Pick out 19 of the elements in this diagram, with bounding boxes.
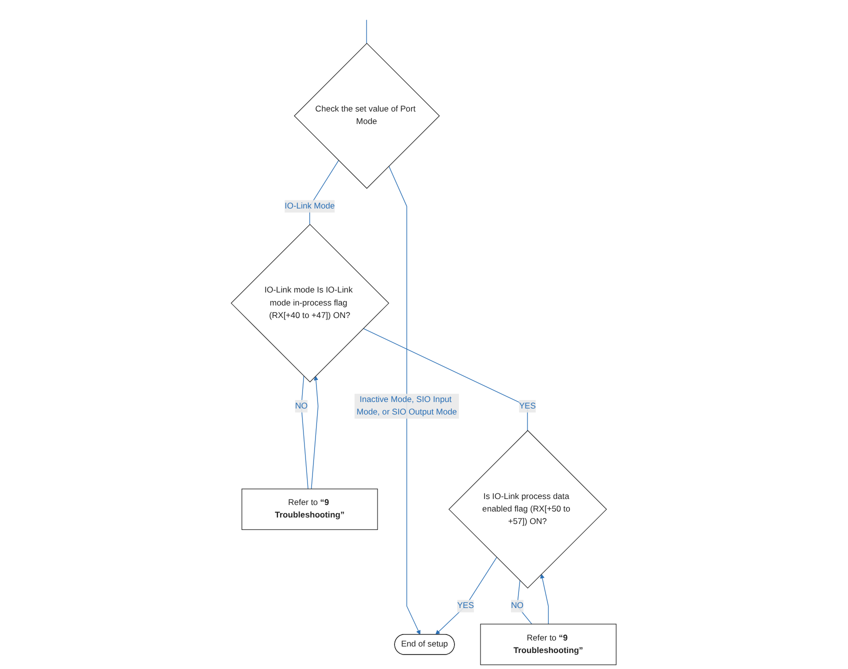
arrow xyxy=(311,376,319,490)
connector xyxy=(366,20,368,44)
node-box: Refer to “9 Troubleshooting” xyxy=(480,624,617,666)
node-diamond: IO-Link mode Is IO-Link mode in-process flag (RX[+40 to +47]) ON? xyxy=(231,224,390,382)
connector xyxy=(517,580,532,624)
node-box: Refer to “9 Troubleshooting” xyxy=(242,488,378,530)
edge-label: Inactive Mode, SIO Input Mode, or SIO Output Mode xyxy=(356,395,458,417)
arrow xyxy=(436,557,498,635)
node-diamond: Check the set value of Port Mode xyxy=(294,42,440,189)
connector xyxy=(301,376,309,490)
arrow xyxy=(388,166,421,635)
arrow xyxy=(540,574,549,624)
edge-label: NO xyxy=(295,402,308,410)
node-diamond: Is IO-Link process data enabled flag (RX[+50 to +57]) ON? xyxy=(448,430,608,589)
edge-label: NO xyxy=(511,601,524,610)
edge-label: IO-Link Mode xyxy=(284,202,336,211)
edge-label: YES xyxy=(458,601,474,610)
edge-label: YES xyxy=(519,402,536,410)
connector xyxy=(363,328,528,431)
